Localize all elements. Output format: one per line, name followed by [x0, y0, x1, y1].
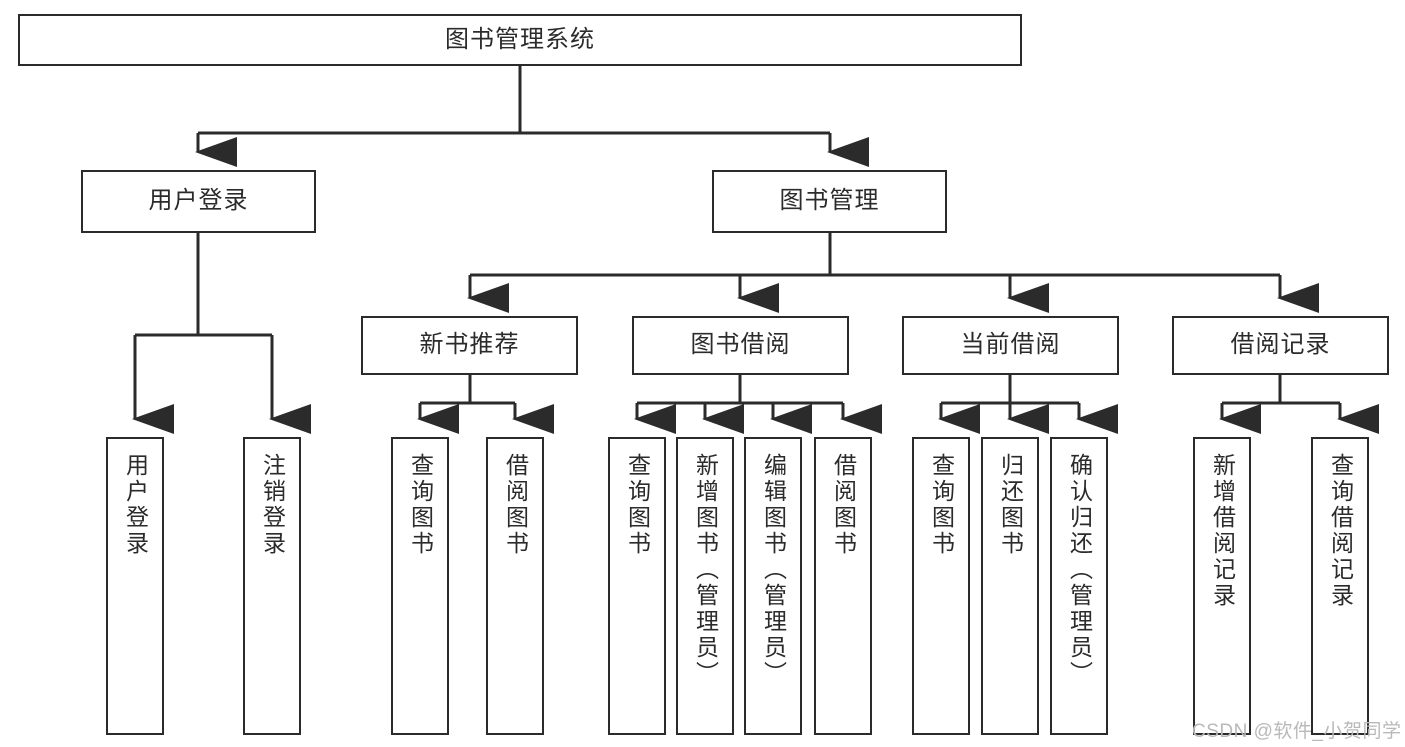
node-label: 查询图书: [407, 453, 434, 557]
leaf-book-borrow-add-book[interactable]: 新增图书（管理员）: [676, 437, 734, 735]
node-label: 注销登录: [259, 453, 286, 557]
node-book-management[interactable]: 图书管理: [712, 170, 947, 233]
leaf-borrow-record-query-record[interactable]: 查询借阅记录: [1311, 437, 1369, 735]
node-label: 图书管理系统: [445, 25, 595, 53]
node-label: 确认归还（管理员）: [1066, 453, 1093, 687]
node-label: 归还图书: [997, 453, 1024, 557]
leaf-current-borrow-confirm-return[interactable]: 确认归还（管理员）: [1050, 437, 1108, 735]
leaf-book-borrow-borrow-book[interactable]: 借阅图书: [814, 437, 872, 735]
leaf-new-book-query-book[interactable]: 查询图书: [391, 437, 449, 735]
leaf-current-borrow-return-book[interactable]: 归还图书: [981, 437, 1039, 735]
leaf-new-book-borrow-book[interactable]: 借阅图书: [486, 437, 544, 735]
node-label: 查询借阅记录: [1327, 453, 1354, 609]
leaf-user-login-logout[interactable]: 注销登录: [243, 437, 301, 735]
node-label: 编辑图书（管理员）: [760, 453, 787, 687]
node-label: 图书管理: [779, 187, 880, 215]
leaf-user-login-login[interactable]: 用户登录: [106, 437, 164, 735]
node-label: 新书推荐: [419, 331, 520, 359]
node-label: 当前借阅: [960, 331, 1061, 359]
node-root-system[interactable]: 图书管理系统: [18, 14, 1022, 66]
node-label: 查询图书: [928, 453, 955, 557]
node-new-book-recommend[interactable]: 新书推荐: [361, 316, 578, 375]
node-label: 借阅图书: [830, 453, 857, 557]
node-user-login[interactable]: 用户登录: [81, 170, 316, 233]
leaf-borrow-record-add-record[interactable]: 新增借阅记录: [1193, 437, 1251, 735]
node-label: 借阅图书: [502, 453, 529, 557]
node-label: 新增借阅记录: [1209, 453, 1236, 609]
leaf-book-borrow-edit-book[interactable]: 编辑图书（管理员）: [744, 437, 802, 735]
node-current-borrow[interactable]: 当前借阅: [902, 316, 1119, 375]
node-label: 用户登录: [148, 187, 249, 215]
node-borrow-record[interactable]: 借阅记录: [1172, 316, 1389, 375]
node-label: 查询图书: [624, 453, 651, 557]
node-label: 图书借阅: [690, 331, 791, 359]
node-label: 新增图书（管理员）: [692, 453, 719, 687]
node-book-borrow[interactable]: 图书借阅: [632, 316, 849, 375]
leaf-current-borrow-query-book[interactable]: 查询图书: [912, 437, 970, 735]
leaf-book-borrow-query-book[interactable]: 查询图书: [608, 437, 666, 735]
csdn-watermark: CSDN @软件_小贺同学: [1192, 721, 1402, 742]
node-label: 借阅记录: [1230, 331, 1331, 359]
node-label: 用户登录: [122, 453, 149, 557]
